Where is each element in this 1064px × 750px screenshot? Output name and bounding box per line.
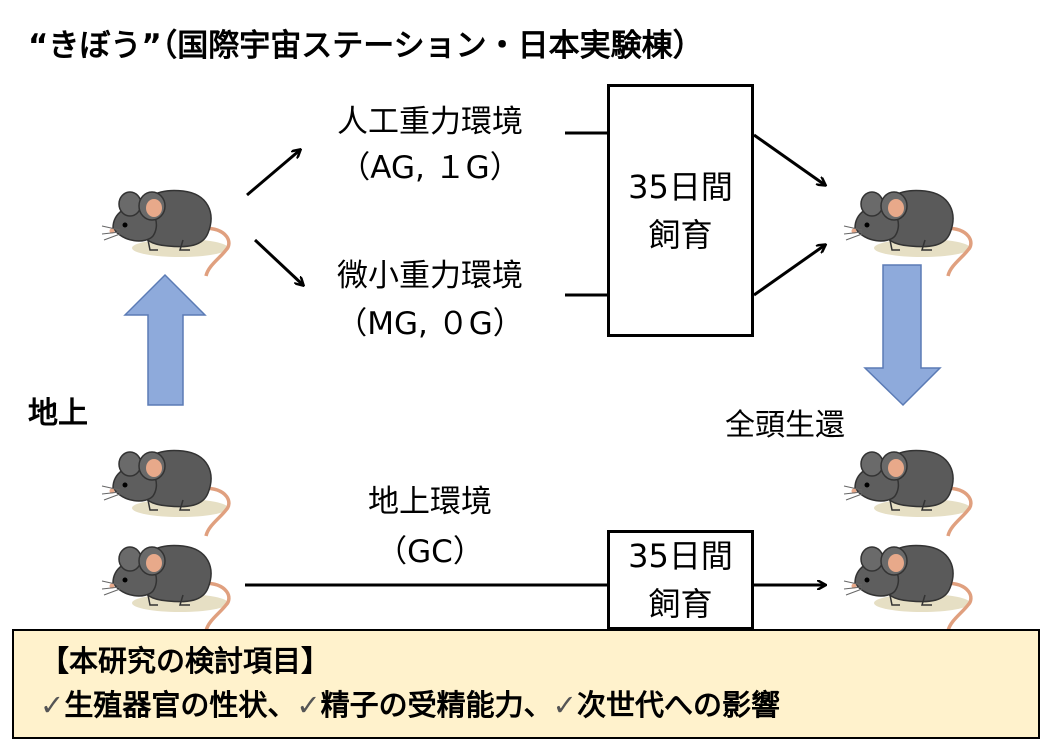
arrow-out-top [753, 133, 825, 185]
rearing-days: 35日間 [628, 537, 733, 575]
up-arrow-icon [123, 273, 207, 406]
mg-code: （MG, ０G） [336, 306, 524, 342]
mg-label: 微小重力環境 [337, 258, 523, 294]
survival-label: 全頭生還 [725, 408, 845, 443]
down-arrow-icon [863, 264, 942, 407]
arrow-out-bottom [753, 245, 825, 297]
check-icon: ✓ [552, 688, 577, 722]
study-items-heading: 【本研究の検討項目】 [40, 644, 331, 678]
rearing-label: 飼育 [648, 215, 713, 254]
rearing-days: 35日間 [628, 167, 733, 206]
ground-rearing-box: 35日間 飼育 [607, 530, 754, 630]
ag-code: （AG, １G） [339, 150, 521, 186]
gc-label: 地上環境 [368, 484, 492, 520]
study-item: 生殖器官の性状、 [64, 688, 297, 722]
check-icon: ✓ [296, 688, 321, 722]
mouse-icon [842, 448, 973, 538]
study-item: 次世代への影響 [576, 688, 780, 722]
mouse-icon [842, 188, 973, 278]
mouse-icon [100, 543, 231, 633]
mouse-icon [842, 543, 973, 633]
arrow-to-mg [253, 238, 303, 285]
ground-label: 地上 [28, 396, 88, 431]
study-items-list: ✓生殖器官の性状、✓精子の受精能力、✓次世代への影響 [40, 683, 1038, 727]
check-icon: ✓ [40, 688, 65, 722]
mouse-icon [100, 448, 231, 538]
study-items-panel: 【本研究の検討項目】 ✓生殖器官の性状、✓精子の受精能力、✓次世代への影響 [12, 629, 1040, 739]
rearing-label: 飼育 [648, 585, 713, 623]
space-rearing-box: 35日間 飼育 [607, 84, 754, 337]
arrow-to-ag [246, 150, 300, 197]
study-item: 精子の受精能力、 [320, 688, 553, 722]
gc-code: （GC） [376, 534, 484, 570]
mouse-icon [100, 188, 231, 278]
page-title: “きぼう”（国際宇宙ステーション・日本実験棟） [28, 28, 704, 64]
ag-label: 人工重力環境 [337, 104, 523, 140]
